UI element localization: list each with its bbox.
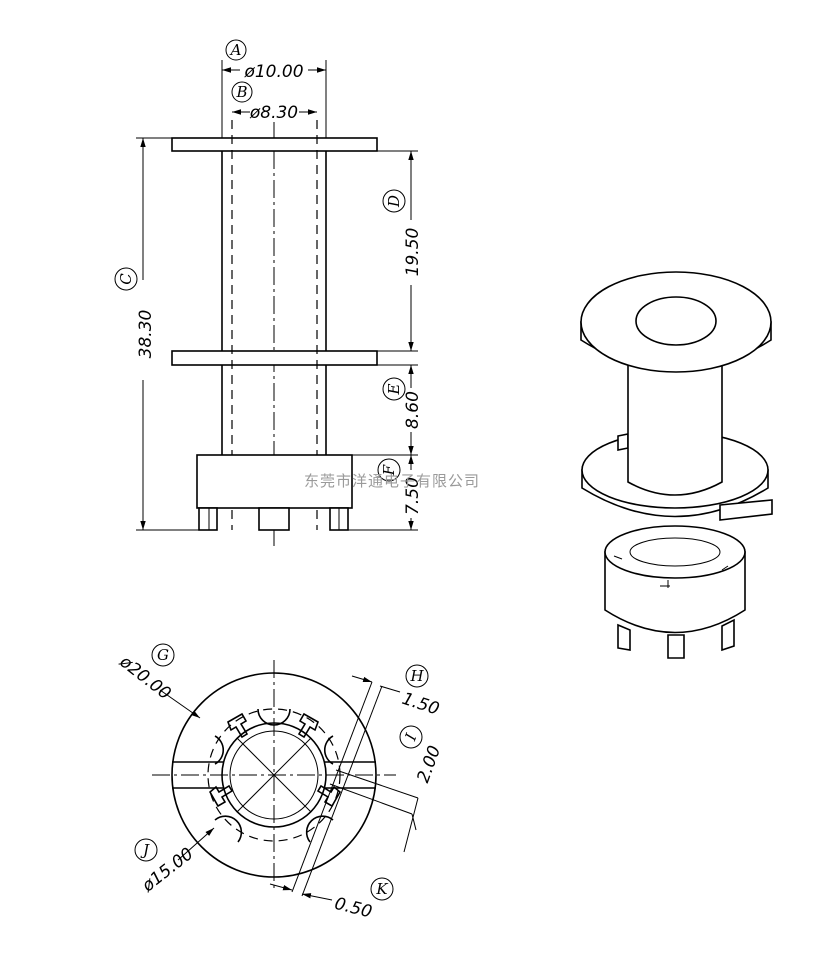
iso-bore-opening: [635, 296, 717, 346]
dim-d-value: 19.50: [403, 228, 423, 277]
dim-c-value: 38.30: [136, 310, 156, 359]
dim-h-value: 1.50: [399, 689, 441, 720]
arrow: [301, 893, 333, 901]
dim-i-value: 2.00: [413, 743, 445, 785]
diagonal: [236, 737, 312, 813]
lead-line: [301, 685, 383, 897]
terminal: [316, 784, 342, 808]
iso-flange-slot-tab: [617, 433, 629, 451]
company-watermark: 东莞市洋通电子有限公司: [304, 472, 480, 490]
arrow: [269, 883, 293, 891]
arrow: [159, 689, 201, 719]
dimension-i: I 2.00: [399, 725, 445, 853]
middle-flange: [171, 350, 378, 366]
arrow: [177, 827, 215, 861]
balloon-b: [231, 81, 253, 103]
tube-circle: [221, 722, 327, 828]
iso-flange-slot-tab: [719, 499, 773, 521]
dimension-line: [403, 797, 419, 853]
dimension-b: B ø8.30: [231, 81, 317, 123]
balloon-e-letter: E: [385, 383, 403, 395]
pin: [198, 507, 218, 531]
balloon-j-letter: J: [140, 841, 150, 859]
terminal: [208, 784, 234, 808]
balloon-d: [382, 189, 406, 213]
arrow: [351, 675, 373, 683]
balloon-h-letter: H: [409, 667, 424, 685]
balloon-k: [370, 877, 394, 901]
notch-right-upper: [324, 735, 334, 765]
iso-pin: [667, 634, 685, 659]
dimension-j: J ø15.00: [134, 827, 215, 897]
dim-k-value: 0.50: [332, 894, 374, 923]
front-view: [171, 120, 378, 548]
bore-circle: [229, 730, 319, 820]
lead-line: [335, 769, 419, 799]
iso-top-flange: [580, 271, 772, 373]
notch-right-lower: [305, 815, 334, 843]
dimension-k: K 0.50: [269, 877, 394, 923]
top-flange: [171, 137, 378, 152]
iso-base-inner: [629, 537, 721, 567]
dimension-f: F 7.50: [348, 455, 423, 531]
balloon-a: [225, 39, 247, 61]
dimension-d: D 19.50: [377, 150, 423, 352]
isometric-view: [580, 271, 773, 659]
notch-left-upper: [214, 735, 224, 765]
balloon-j: [134, 838, 158, 862]
terminal: [297, 712, 319, 739]
lead-line: [291, 681, 373, 893]
balloon-a-letter: A: [229, 41, 242, 59]
balloon-i: [399, 725, 423, 749]
dim-f-value: 7.50: [403, 477, 423, 515]
arrow-leader: [411, 813, 417, 831]
iso-pin: [721, 618, 735, 652]
balloon-f-letter: F: [380, 464, 398, 476]
balloon-g-letter: G: [157, 646, 169, 664]
dimension-c: C 38.30: [114, 137, 199, 531]
balloon-c: [114, 267, 138, 291]
iso-base-top: [604, 525, 746, 579]
iso-tube: [627, 359, 723, 496]
notch-left-lower: [214, 815, 243, 843]
dimension-e: E 8.60: [352, 364, 423, 456]
dimension-g: G ø20.00: [115, 643, 201, 719]
terminal: [227, 712, 249, 739]
dim-a-value: ø10.00: [243, 62, 303, 82]
dim-e-value: 8.60: [403, 391, 423, 429]
balloon-d-letter: D: [385, 195, 403, 208]
dimension-a: A ø10.00: [221, 39, 327, 138]
balloon-i-letter: I: [401, 730, 421, 744]
iso-terminal-marks: [613, 555, 729, 588]
balloon-h: [405, 664, 429, 688]
dimension-h: H 1.50: [351, 664, 442, 720]
arrow-leader: [379, 685, 401, 693]
pin: [258, 507, 290, 531]
notch-top: [257, 708, 291, 726]
balloon-k-letter: K: [375, 880, 388, 898]
base-block: [196, 454, 353, 509]
bottom-view: [152, 660, 419, 897]
outer-circle: [171, 672, 377, 878]
dim-b-value: ø8.30: [249, 103, 298, 123]
inner-circle-hidden: [207, 708, 341, 842]
lead-line: [329, 783, 413, 815]
iso-pin: [617, 623, 631, 651]
balloon-e: [382, 377, 406, 401]
balloon-f: [377, 458, 401, 482]
balloon-b-letter: B: [235, 83, 247, 101]
balloon-g: [151, 643, 175, 667]
balloon-c-letter: C: [117, 273, 135, 285]
